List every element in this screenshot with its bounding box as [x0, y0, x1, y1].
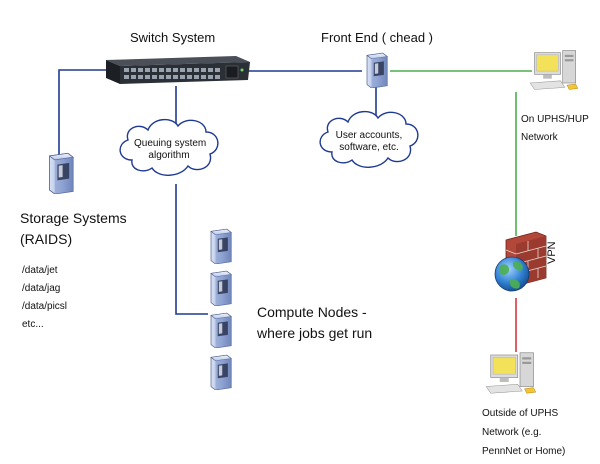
outside-label-line3: PennNet or Home): [482, 446, 566, 457]
outside-workstation-icon: [485, 352, 537, 394]
compute-label-line1: Compute Nodes -: [257, 304, 367, 320]
outside-workstation-label: Outside of UPHS Network (e.g. PennNet or…: [482, 404, 565, 461]
uphs-workstation-icon: [529, 49, 579, 91]
globe-icon: [494, 256, 530, 292]
compute-node-icon: [210, 312, 232, 348]
front-end-server-icon: [366, 52, 388, 88]
compute-label-line2: where jobs get run: [257, 325, 373, 341]
storage-path: /data/jet: [22, 265, 58, 276]
front-end-label: Front End ( chead ): [321, 30, 433, 45]
queue-cloud-line1: Queuing system: [134, 138, 207, 149]
storage-path: /data/jag: [22, 283, 61, 294]
outside-label-line1: Outside of UPHS: [482, 408, 559, 419]
storage-title-line2: (RAIDS): [20, 231, 73, 247]
compute-node-icon: [210, 270, 232, 306]
accounts-cloud-icon: [319, 111, 419, 168]
connection-lines: [58, 69, 532, 352]
uphs-label-line1: On UPHS/HUP: [521, 114, 589, 125]
storage-paths: /data/jet /data/jag /data/picsl etc...: [22, 262, 67, 334]
queue-cloud-icon: [119, 119, 219, 176]
outside-label-line2: Network (e.g.: [482, 427, 542, 438]
link-switch-storage: [58, 69, 106, 160]
compute-node-icon: [210, 228, 232, 264]
compute-nodes-label: Compute Nodes - where jobs get run: [257, 302, 372, 344]
storage-title: Storage Systems (RAIDS): [20, 208, 127, 250]
switch-icon: [106, 56, 250, 84]
storage-server-icon: [48, 152, 74, 194]
queue-cloud-label: Queuing system algorithm: [134, 138, 207, 162]
accounts-cloud-line1: User accounts,: [335, 130, 403, 141]
accounts-cloud-label: User accounts, software, etc.: [333, 130, 405, 154]
uphs-workstation-label: On UPHS/HUP Network: [521, 111, 589, 147]
storage-path: /data/picsl: [22, 301, 68, 312]
uphs-label-line2: Network: [521, 132, 558, 143]
compute-node-icon: [210, 354, 232, 390]
storage-path: etc...: [22, 319, 44, 330]
accounts-cloud-line2: software, etc.: [339, 142, 399, 153]
queue-cloud-line2: algorithm: [148, 150, 190, 161]
switch-system-label: Switch System: [130, 30, 216, 45]
compute-nodes-stack: [210, 228, 232, 390]
vpn-label: VPN: [546, 241, 558, 264]
link-queue-compute: [175, 184, 208, 315]
storage-title-line1: Storage Systems: [20, 210, 127, 226]
